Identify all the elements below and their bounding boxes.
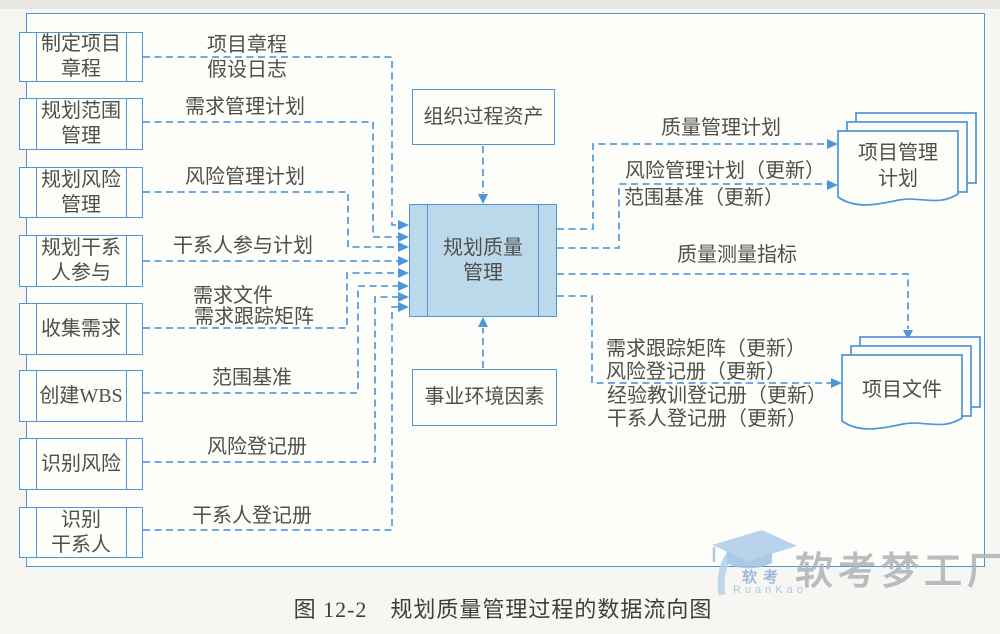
- doc-stack-project-documents: [841, 336, 981, 430]
- process-box-label: 创建WBS: [39, 384, 123, 407]
- dashed-flow-lines: [143, 56, 909, 531]
- flow-line-quality-mgmt-plan: [557, 143, 827, 230]
- arrowhead-in-4: [398, 256, 409, 266]
- process-box-label: 规划干系 人参与: [41, 237, 121, 284]
- arrowhead-in-2: [398, 232, 409, 242]
- arrowhead-in-5: [398, 268, 409, 278]
- flow-line-risk-mgmt-plan: [143, 191, 398, 248]
- flow-line-req-docs: [143, 272, 398, 329]
- arrowhead-in-8: [398, 302, 409, 312]
- input-box-enterprise-environmental-factors: 事业环境因素: [412, 369, 557, 426]
- process-box-plan-quality-management: 规划质量 管理: [409, 204, 557, 317]
- process-box-label: 规划质量 管理: [443, 236, 523, 284]
- flow-label-stakeholder-engagement-plan: 干系人参与计划: [173, 235, 313, 257]
- watermark-logo-cn: 软考: [742, 569, 785, 586]
- flow-label-assumption-log: 假设日志: [207, 59, 287, 81]
- doc-label-project-documents: 项目文件: [862, 379, 942, 401]
- arrowhead-opa-down: [478, 194, 488, 204]
- flow-label-scope-baseline-update: 范围基准（更新）: [624, 187, 784, 209]
- watermark-logo-en: RuanKao: [733, 584, 807, 596]
- flow-label-requirements-mgmt-plan: 需求管理计划: [185, 96, 305, 118]
- flow-line-scope-baseline: [143, 285, 398, 394]
- input-box-label: 组织过程资产: [423, 105, 544, 128]
- process-box-plan-stakeholder: 规划干系 人参与: [19, 235, 143, 287]
- figure-caption: 图 12-2 规划质量管理过程的数据流向图: [293, 597, 713, 622]
- arrowhead-out-metrics: [903, 330, 913, 340]
- process-box-label: 规划范围 管理: [41, 100, 121, 147]
- flow-label-lessons-learned-update: 经验教训登记册（更新）: [607, 385, 827, 407]
- flow-label-scope-baseline: 范围基准: [212, 367, 292, 389]
- process-box-plan-risk: 规划风险 管理: [19, 167, 143, 218]
- flow-label-quality-mgmt-plan: 质量管理计划: [661, 117, 781, 139]
- flow-line-risk-register: [143, 296, 398, 463]
- arrowhead-out-1: [827, 139, 838, 149]
- watermark-brand-text: 软考梦工厂: [795, 551, 1000, 593]
- process-box-develop-charter: 制定项目 章程: [19, 32, 143, 82]
- arrowhead-in-3: [398, 242, 409, 252]
- flow-line-project-charter: [143, 56, 398, 226]
- process-box-label: 识别风险: [41, 452, 121, 475]
- flow-line-stakeholder-register: [143, 306, 398, 531]
- arrowhead-eef-up: [478, 317, 488, 327]
- doc-front-sheet: [837, 130, 959, 206]
- doc-stack-project-mgmt-plan: [837, 112, 977, 206]
- flow-label-risk-mgmt-plan: 风险管理计划: [185, 166, 305, 188]
- process-box-label: 识别 干系人: [51, 508, 111, 556]
- flow-label-stakeholder-register: 干系人登记册: [192, 505, 312, 527]
- watermark-cap-top-icon: [712, 530, 797, 561]
- flow-line-plan-updates: [557, 183, 827, 249]
- doc-label-project-mgmt-plan: 项目管理 计划: [858, 142, 938, 190]
- input-box-organizational-process-assets: 组织过程资产: [412, 89, 555, 145]
- doc-front-sheet: [841, 354, 963, 430]
- process-box-collect-requirements: 收集需求: [19, 303, 143, 355]
- arrowhead-out-2: [827, 180, 838, 190]
- arrowhead-in-1: [398, 220, 409, 230]
- watermark-cap-base-icon: [727, 551, 772, 569]
- process-box-create-wbs: 创建WBS: [19, 370, 143, 422]
- arrowhead-in-7: [398, 292, 409, 302]
- page-top-strip: [0, 0, 1000, 9]
- flow-label-rtm-update: 需求跟踪矩阵（更新）: [606, 338, 806, 360]
- arrowhead-out-3: [831, 378, 842, 388]
- flow-line-req-mgmt-plan: [143, 121, 398, 238]
- process-box-plan-scope: 规划范围 管理: [19, 98, 143, 150]
- flow-line-quality-metrics: [557, 273, 909, 329]
- flow-label-risk-register-update: 风险登记册（更新）: [606, 361, 786, 383]
- flow-label-risk-register: 风险登记册: [207, 436, 307, 458]
- arrowheads: [398, 139, 913, 388]
- process-box-label: 收集需求: [41, 317, 121, 340]
- flow-label-req-traceability-matrix: 需求跟踪矩阵: [194, 306, 314, 328]
- flow-line-doc-updates: [557, 295, 831, 384]
- flow-label-stakeholder-register-update: 干系人登记册（更新）: [607, 408, 807, 430]
- flow-label-project-charter: 项目章程: [207, 34, 287, 56]
- flow-label-risk-mgmt-plan-update: 风险管理计划（更新）: [625, 160, 825, 182]
- process-box-label: 制定项目 章程: [41, 33, 121, 80]
- input-box-label: 事业环境因素: [424, 386, 545, 408]
- process-box-identify-risks: 识别风险: [19, 438, 143, 490]
- process-box-identify-stakeholders: 识别 干系人: [19, 507, 143, 558]
- arrowhead-in-6: [398, 281, 409, 291]
- flow-label-requirements-docs: 需求文件: [193, 285, 273, 307]
- flow-label-quality-metrics: 质量测量指标: [677, 244, 797, 266]
- process-box-label: 规划风险 管理: [41, 168, 121, 216]
